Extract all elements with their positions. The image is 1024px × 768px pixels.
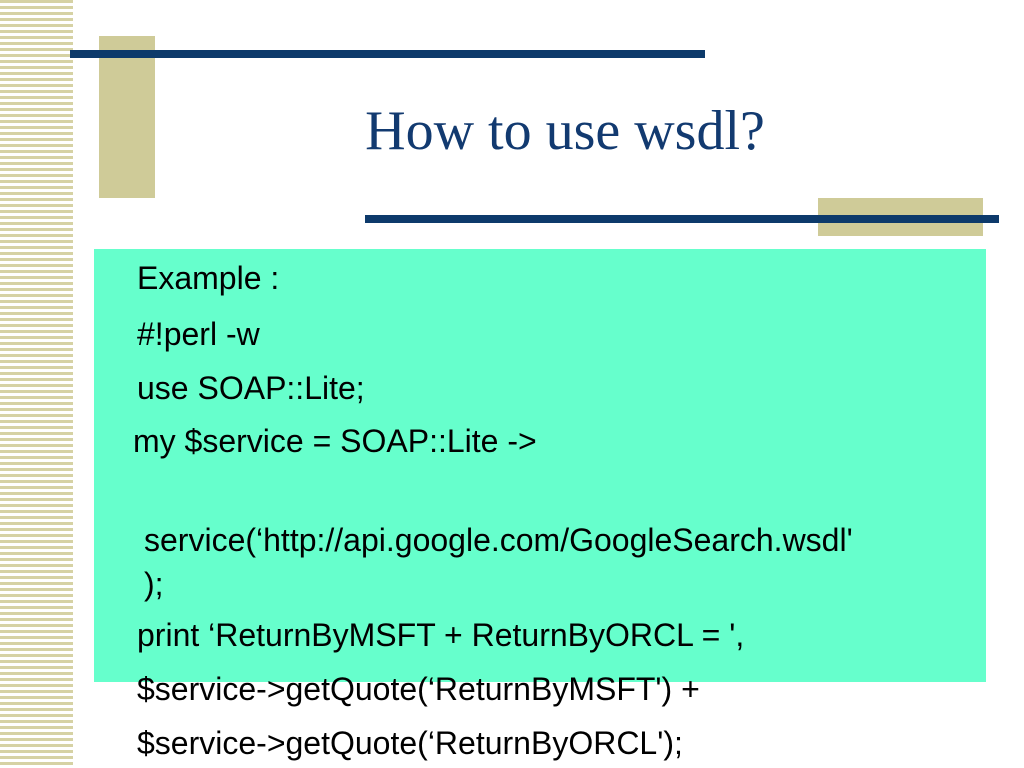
code-line-use: use SOAP::Lite; [137, 370, 365, 406]
code-line-service-decl: my $service = SOAP::Lite -> [133, 423, 537, 459]
code-line-close-paren: ); [144, 566, 164, 602]
code-line-shebang: #!perl -w [137, 316, 260, 352]
slide-title: How to use wsdl? [365, 100, 765, 162]
bottom-title-rule [365, 215, 999, 223]
example-label: Example : [137, 260, 280, 296]
top-title-rule [70, 50, 705, 58]
code-line-print: print ‘ReturnByMSFT + ReturnByORCL = ', [137, 617, 745, 653]
code-line-service-url: service(‘http://api.google.com/GoogleSea… [144, 522, 853, 558]
code-line-getquote-msft: $service->getQuote(‘ReturnByMSFT') + [137, 671, 700, 707]
decorative-tan-block-left [99, 36, 155, 198]
code-line-getquote-orcl: $service->getQuote(‘ReturnByORCL'); [137, 725, 683, 761]
striped-border [0, 0, 73, 768]
code-panel-background [94, 249, 986, 682]
